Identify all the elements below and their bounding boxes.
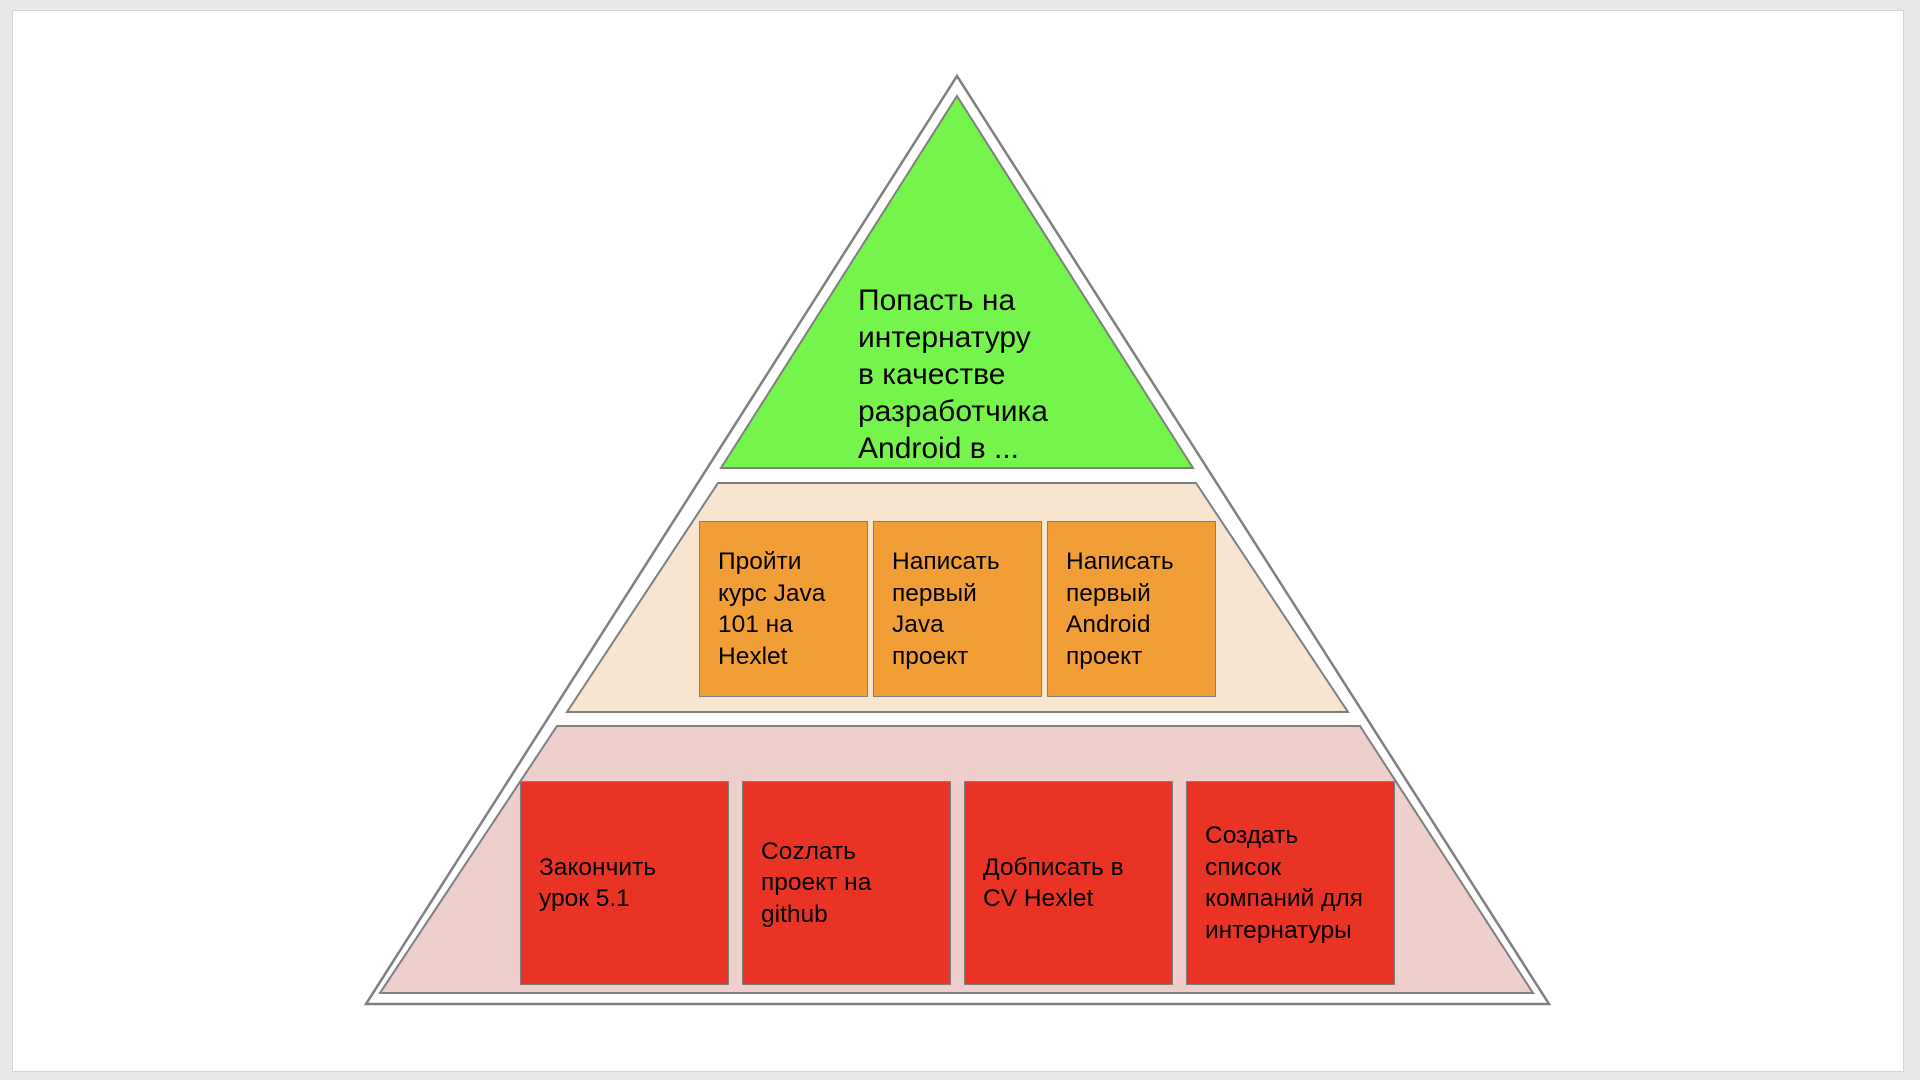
bottom-box-2-text: Сozлать проект на github	[761, 837, 872, 928]
bottom-box-3: Добписать в CV Hexlet	[964, 781, 1173, 985]
middle-box-1: Пройти курс Java 101 на Hexlet	[699, 521, 868, 697]
middle-box-2-text: Написать первый Java проект	[892, 548, 1000, 670]
bottom-box-1: Закончить урок 5.1	[520, 781, 729, 985]
pyramid-tier-top	[719, 94, 1195, 469]
bottom-box-2: Сozлать проект на github	[742, 781, 951, 985]
pyramid-outline	[363, 73, 1552, 1006]
middle-box-2: Написать первый Java проект	[873, 521, 1042, 697]
bottom-box-1-text: Закончить урок 5.1	[539, 853, 657, 913]
middle-box-3: Написать первый Android проект	[1047, 521, 1216, 697]
bottom-box-4-text: Создать список компаний для интернатуры	[1205, 822, 1363, 944]
goal-text: Попасть на интернатуру в качестве разраб…	[858, 284, 1048, 465]
bottom-box-3-text: Добписать в CV Hexlet	[983, 853, 1124, 913]
middle-box-3-text: Написать первый Android проект	[1066, 548, 1174, 670]
middle-box-1-text: Пройти курс Java 101 на Hexlet	[718, 548, 826, 670]
bottom-box-4: Создать список компаний для интернатуры	[1186, 781, 1395, 985]
